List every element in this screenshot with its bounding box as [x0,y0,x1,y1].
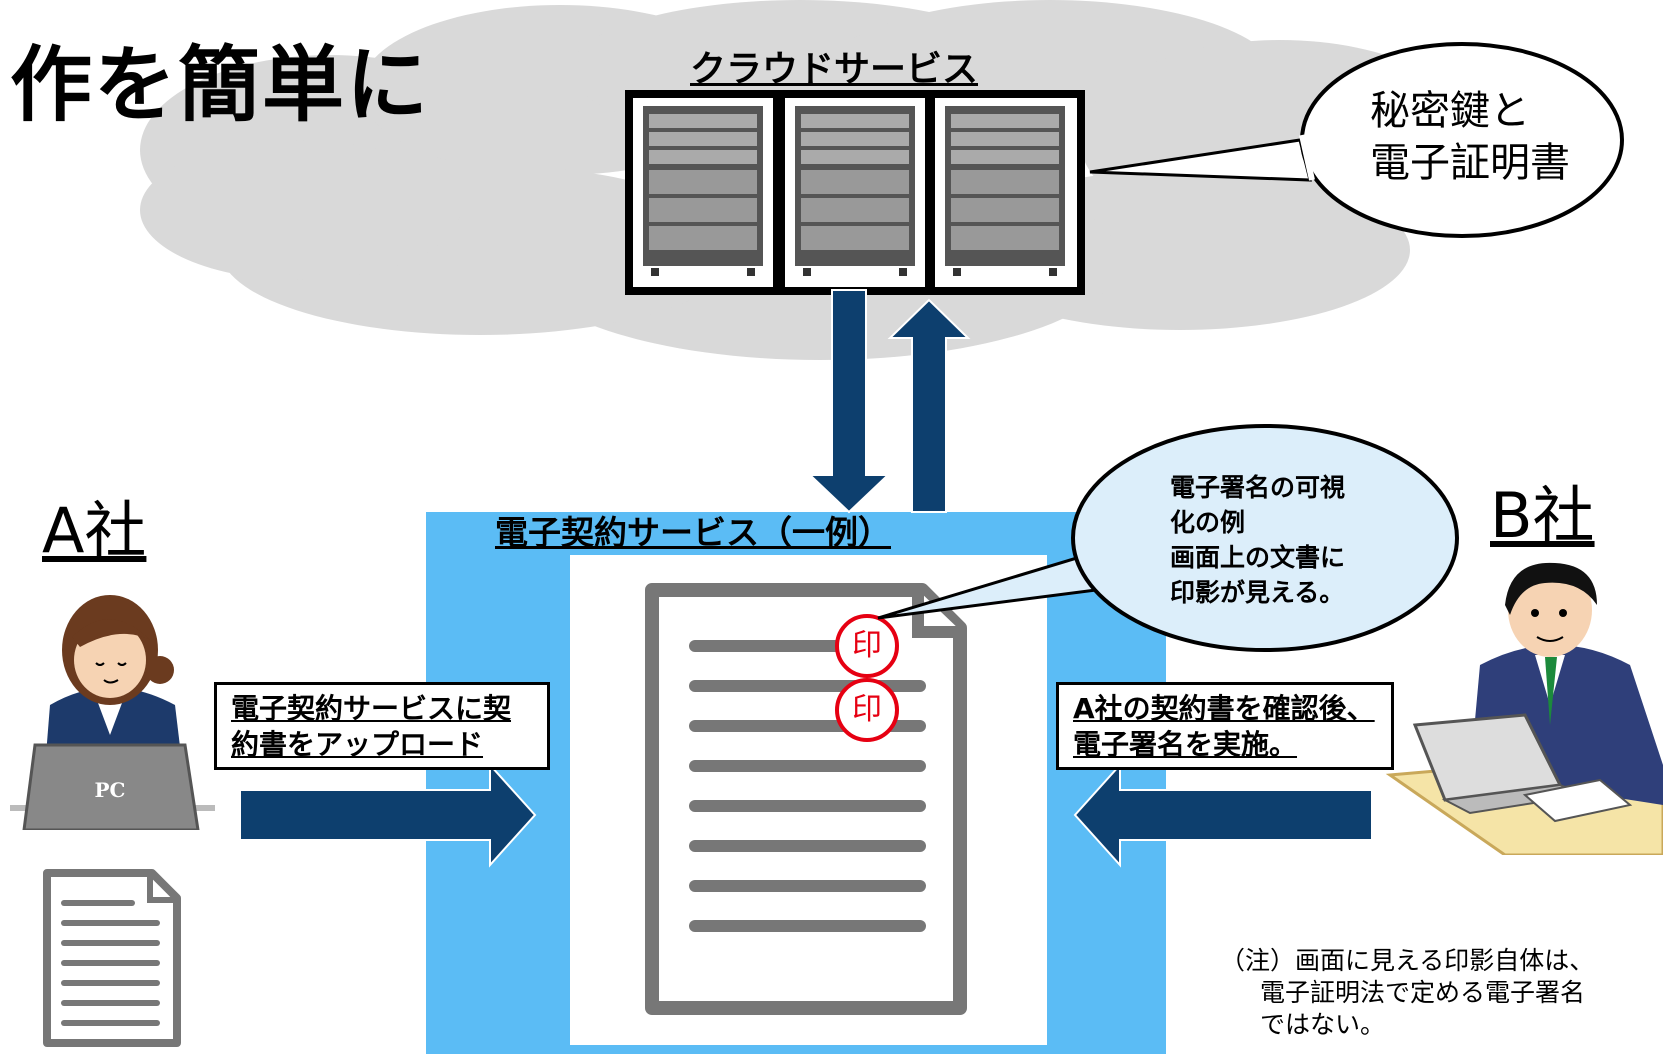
note-line: ではない。 [1260,1010,1386,1039]
note-line: （注）画面に見える印影自体は、 [1220,946,1595,975]
bubble-line: 化の例 [1170,508,1246,537]
cloud-service-title: クラウドサービス [690,49,979,90]
bubble-line: 電子証明書 [1370,140,1570,186]
key-certificate-bubble: 秘密鍵と 電子証明書 [1370,85,1570,189]
bubble-line: 画面上の文書に [1170,543,1346,572]
label-line: 約書をアップロード [231,728,484,761]
company-b-label: B社 [1490,479,1595,552]
company-a-document-icon [43,869,181,1047]
visualization-bubble: 電子署名の可視 化の例 画面上の文書に 印影が見える。 [1170,470,1345,610]
bubble-line: 秘密鍵と [1370,88,1530,134]
label-line: 電子契約サービスに契 [231,692,512,725]
laptop-logo-text: PC [95,778,126,802]
company-b-person-illustration [1385,562,1663,855]
company-b-action-label: A社の契約書を確認後、 電子署名を実施。 [1056,682,1394,770]
note-line: 電子証明法で定める電子署名 [1260,978,1586,1007]
stamp-seal: 印 [835,678,899,742]
company-a-action-label: 電子契約サービスに契 約書をアップロード [214,682,550,770]
bubble-line: 電子署名の可視 [1170,473,1346,502]
stamp-seal: 印 [835,614,899,678]
company-a-person-illustration: PC [10,595,215,830]
stamp-char: 印 [852,628,882,663]
label-line: A社の契約書を確認後、 [1073,692,1375,725]
page-title: 作を簡単に [10,38,431,133]
company-a-label: A社 [42,494,147,567]
footnote: （注）画面に見える印影自体は、 電子証明法で定める電子署名 ではない。 [1220,945,1594,1041]
server-racks [625,90,1085,295]
label-line: 電子署名を実施。 [1073,728,1298,761]
stamp-char: 印 [852,692,882,727]
bubble-line: 印影が見える。 [1170,578,1345,607]
service-title: 電子契約サービス（一例） [495,513,891,552]
